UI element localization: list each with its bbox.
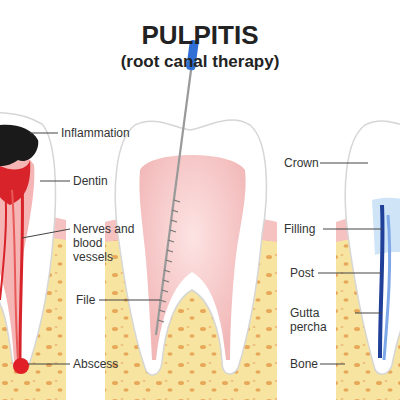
- part-label: Gutta percha: [290, 306, 350, 334]
- part-label: File: [76, 293, 106, 307]
- part-label: Inflammation: [61, 126, 141, 140]
- part-label: Nerves and blood vessels: [73, 222, 135, 264]
- part-label: Post: [290, 266, 320, 280]
- leader-line: [22, 133, 382, 364]
- restored-tooth: [345, 121, 400, 374]
- treated-tooth: [115, 40, 266, 375]
- part-label: Crown: [284, 156, 324, 170]
- part-label: Filling: [284, 222, 324, 236]
- diseased-tooth: [0, 113, 55, 374]
- diagram-title: PULPITIS: [0, 20, 400, 50]
- subtitle-text: (root canal therapy): [0, 52, 400, 72]
- part-label: Abscess: [73, 357, 133, 371]
- part-label: Bone: [290, 357, 322, 371]
- part-label: Dentin: [73, 174, 133, 188]
